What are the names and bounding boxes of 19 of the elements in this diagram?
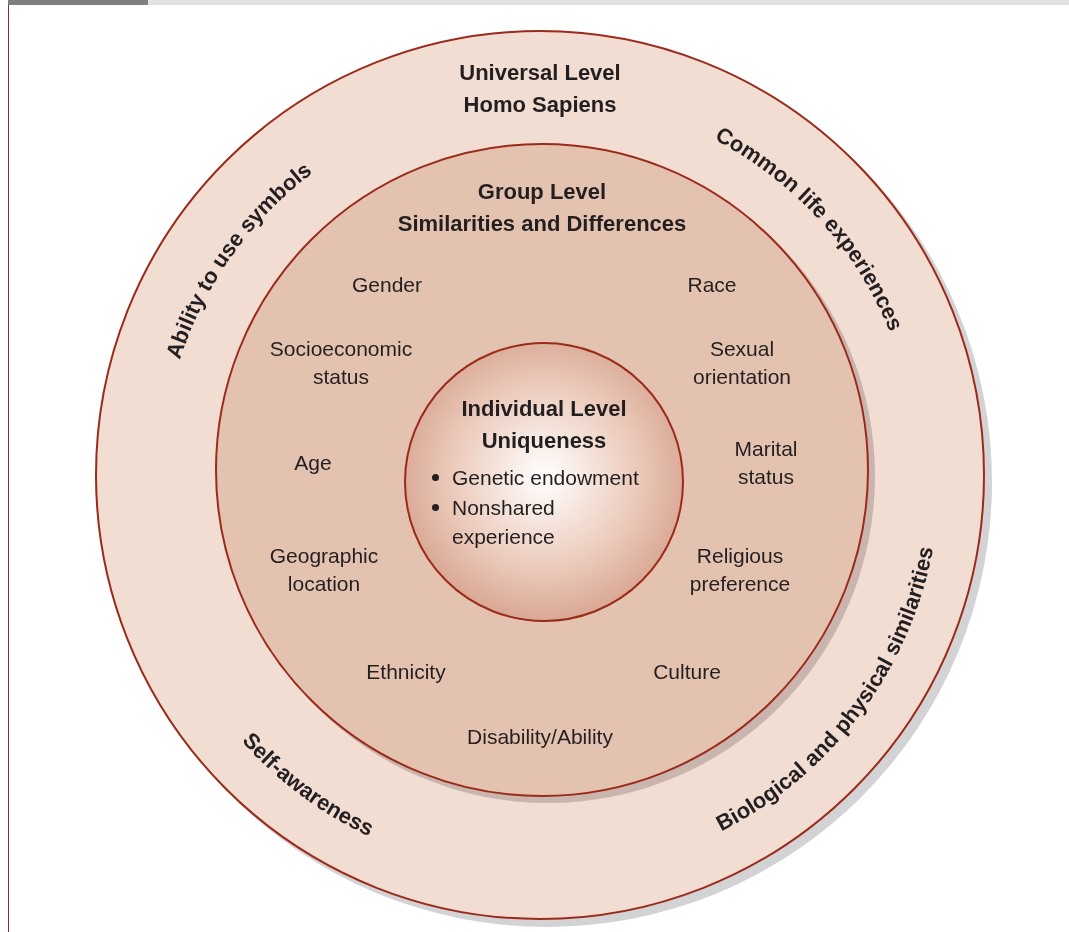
- category-label: Geographic location: [268, 543, 380, 597]
- level-heading: Universal Level: [459, 60, 621, 86]
- level-heading: Group Level: [477, 179, 607, 205]
- category-label: Disability/Ability: [466, 724, 614, 750]
- level-subheading: Homo Sapiens: [463, 92, 617, 118]
- category-label: Ethnicity: [365, 659, 447, 685]
- category-label: Culture: [652, 659, 722, 685]
- category-label: Sexual orientation: [691, 336, 793, 390]
- level-subheading: Uniqueness: [481, 428, 607, 454]
- category-label: Marital status: [733, 436, 799, 490]
- category-label: Gender: [350, 272, 423, 298]
- level-subheading: Similarities and Differences: [397, 211, 687, 237]
- category-label: Socioeconomic status: [268, 336, 414, 390]
- category-label: Religious preference: [688, 543, 792, 597]
- level-heading: Individual Level: [461, 396, 627, 422]
- bullet-item: Nonshared experience: [452, 495, 556, 550]
- bullet-item: Genetic endowment: [452, 465, 640, 491]
- category-label: Race: [686, 272, 738, 298]
- category-label: Age: [293, 450, 333, 476]
